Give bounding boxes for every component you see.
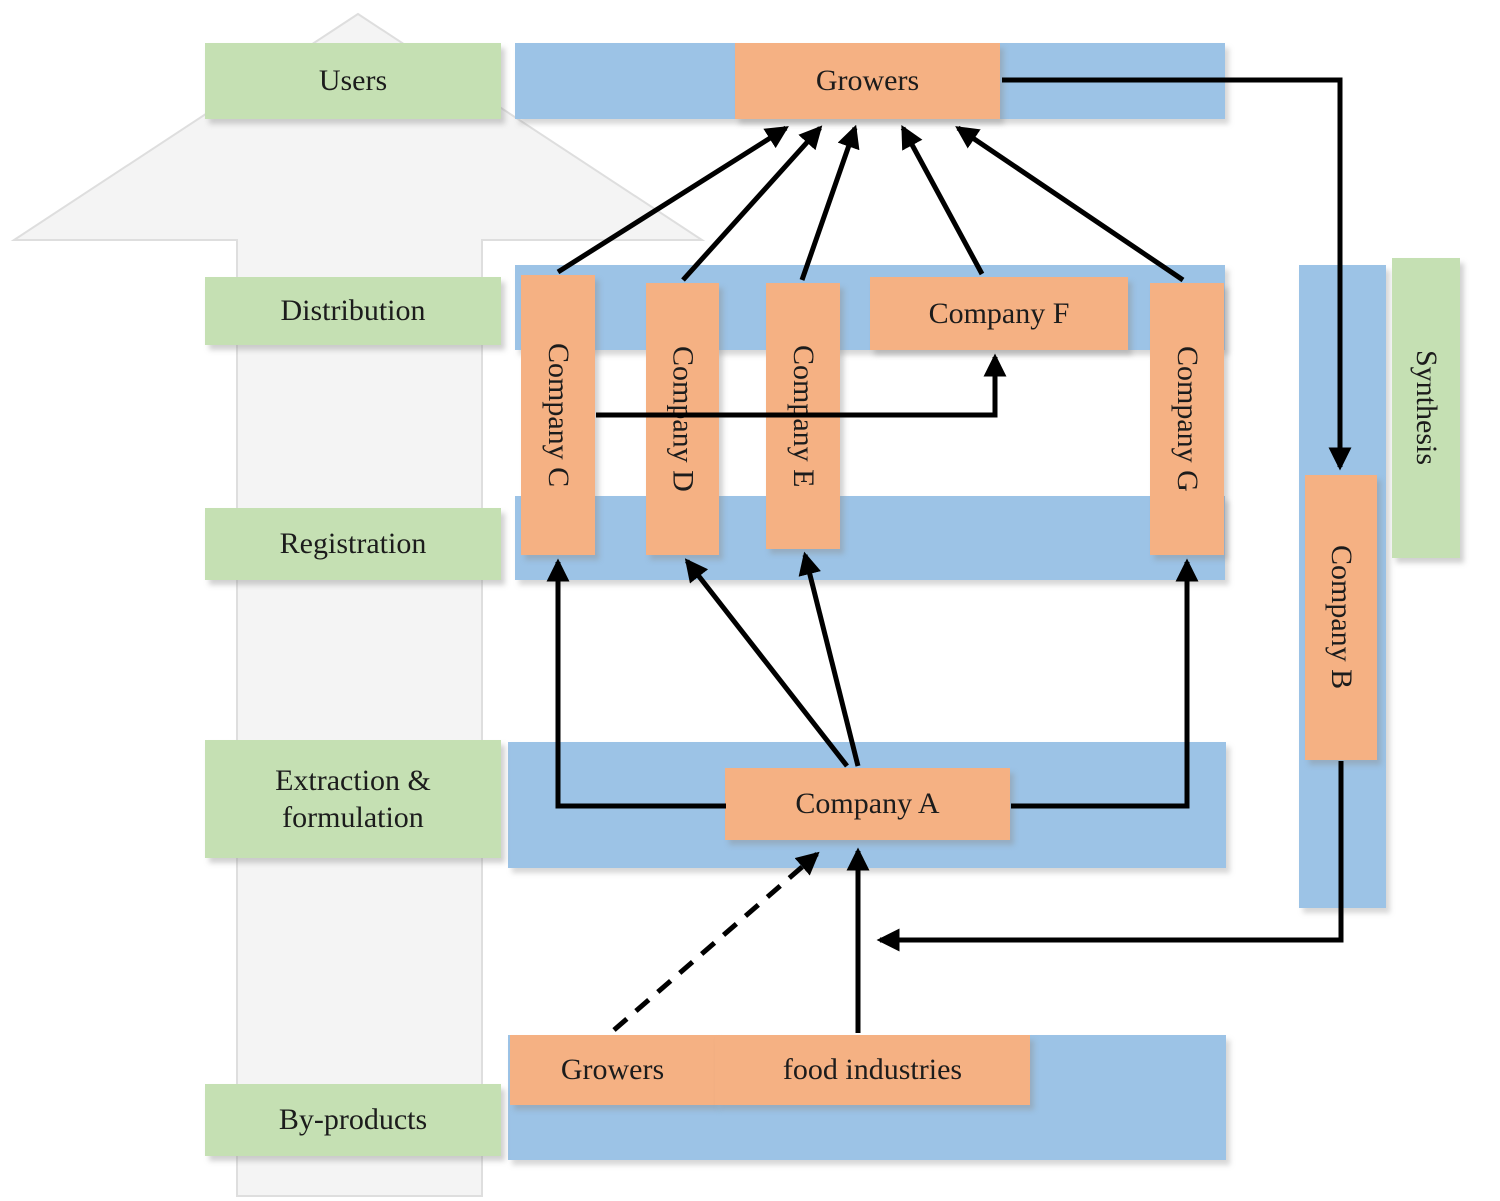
node-company-b-text: Company B [1324, 545, 1358, 690]
node-company-b: Company B [1305, 475, 1377, 760]
node-growers-top-text: Growers [815, 64, 920, 98]
node-company-e: Company E [766, 283, 840, 549]
node-company-g: Company G [1150, 283, 1224, 555]
node-company-a: Company A [725, 768, 1010, 840]
node-growers-bottom: Growers [510, 1035, 715, 1105]
stage-label-synthesis: Synthesis [1392, 258, 1460, 558]
stage-label-extraction-formulation: Extraction & formulation [205, 740, 501, 858]
node-company-d-text: Company D [666, 346, 700, 492]
node-company-d: Company D [646, 283, 719, 555]
node-company-g-text: Company G [1170, 346, 1204, 492]
node-growers-top: Growers [735, 43, 1000, 119]
big-upward-arrow [10, 12, 706, 1197]
stage-label-users: Users [205, 43, 501, 119]
node-food-industries: food industries [715, 1035, 1030, 1105]
node-growers-bottom-text: Growers [560, 1053, 665, 1087]
stage-byproducts-text: By-products [278, 1103, 428, 1137]
stage-distribution-text: Distribution [280, 294, 426, 328]
node-company-c-text: Company C [541, 342, 575, 488]
node-company-c: Company C [521, 275, 595, 555]
stage-label-distribution: Distribution [205, 277, 501, 345]
stage-extraction-line1: Extraction & [275, 763, 431, 797]
stage-label-byproducts: By-products [205, 1084, 501, 1156]
node-company-e-text: Company E [786, 344, 820, 488]
lane-registration [515, 496, 1225, 580]
stage-label-registration: Registration [205, 508, 501, 580]
stage-synthesis-text: Synthesis [1409, 350, 1443, 466]
node-company-a-text: Company A [795, 787, 940, 821]
stage-registration-text: Registration [279, 527, 427, 561]
stage-users-text: Users [318, 64, 388, 98]
node-company-f-text: Company F [928, 296, 1070, 330]
node-food-industries-text: food industries [782, 1053, 963, 1087]
node-company-f: Company F [870, 277, 1128, 350]
stage-extraction-line2: formulation [282, 801, 424, 834]
